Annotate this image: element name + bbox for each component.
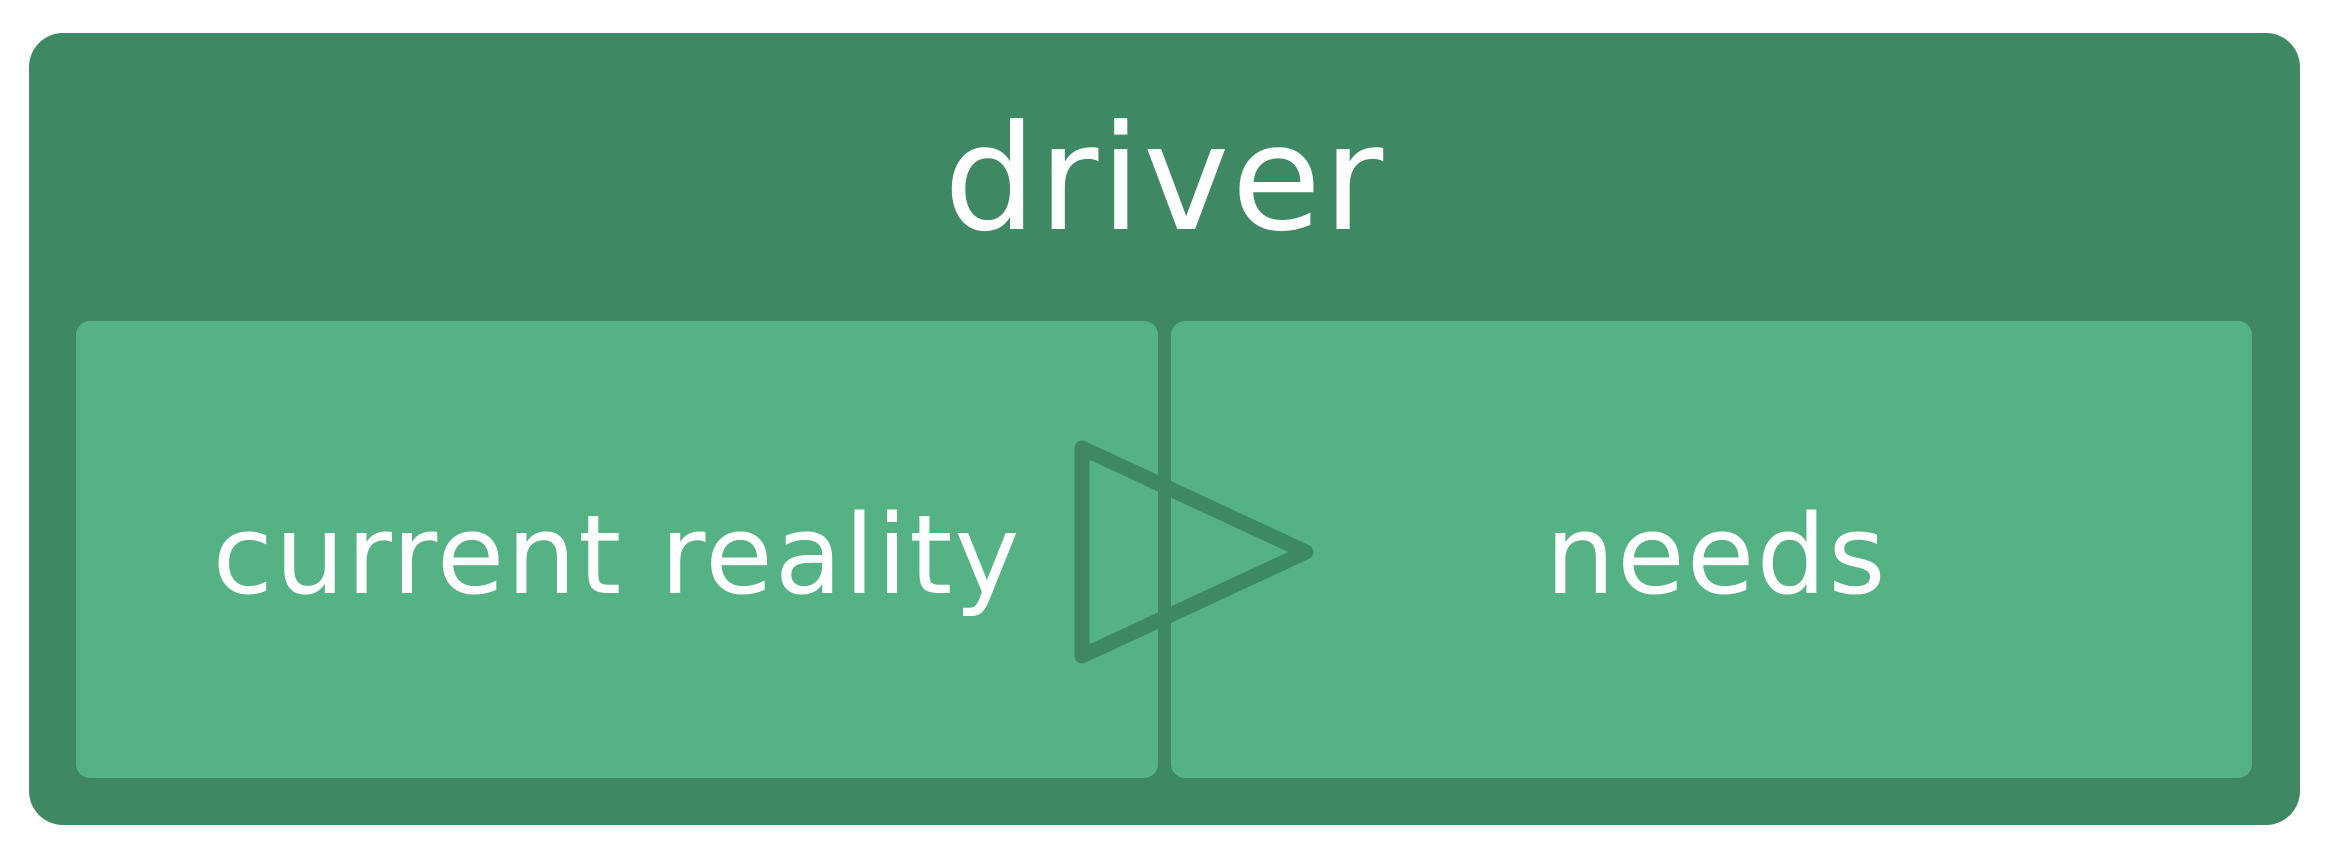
current-reality-label: current reality (212, 490, 1022, 619)
current-reality-box: current reality (76, 321, 1158, 778)
driver-title: driver (943, 94, 1386, 264)
play-triangle-icon (1074, 440, 1314, 664)
needs-label: needs (1545, 490, 1888, 619)
connector-arrow (1074, 440, 1314, 664)
needs-box: needs (1171, 321, 2252, 778)
